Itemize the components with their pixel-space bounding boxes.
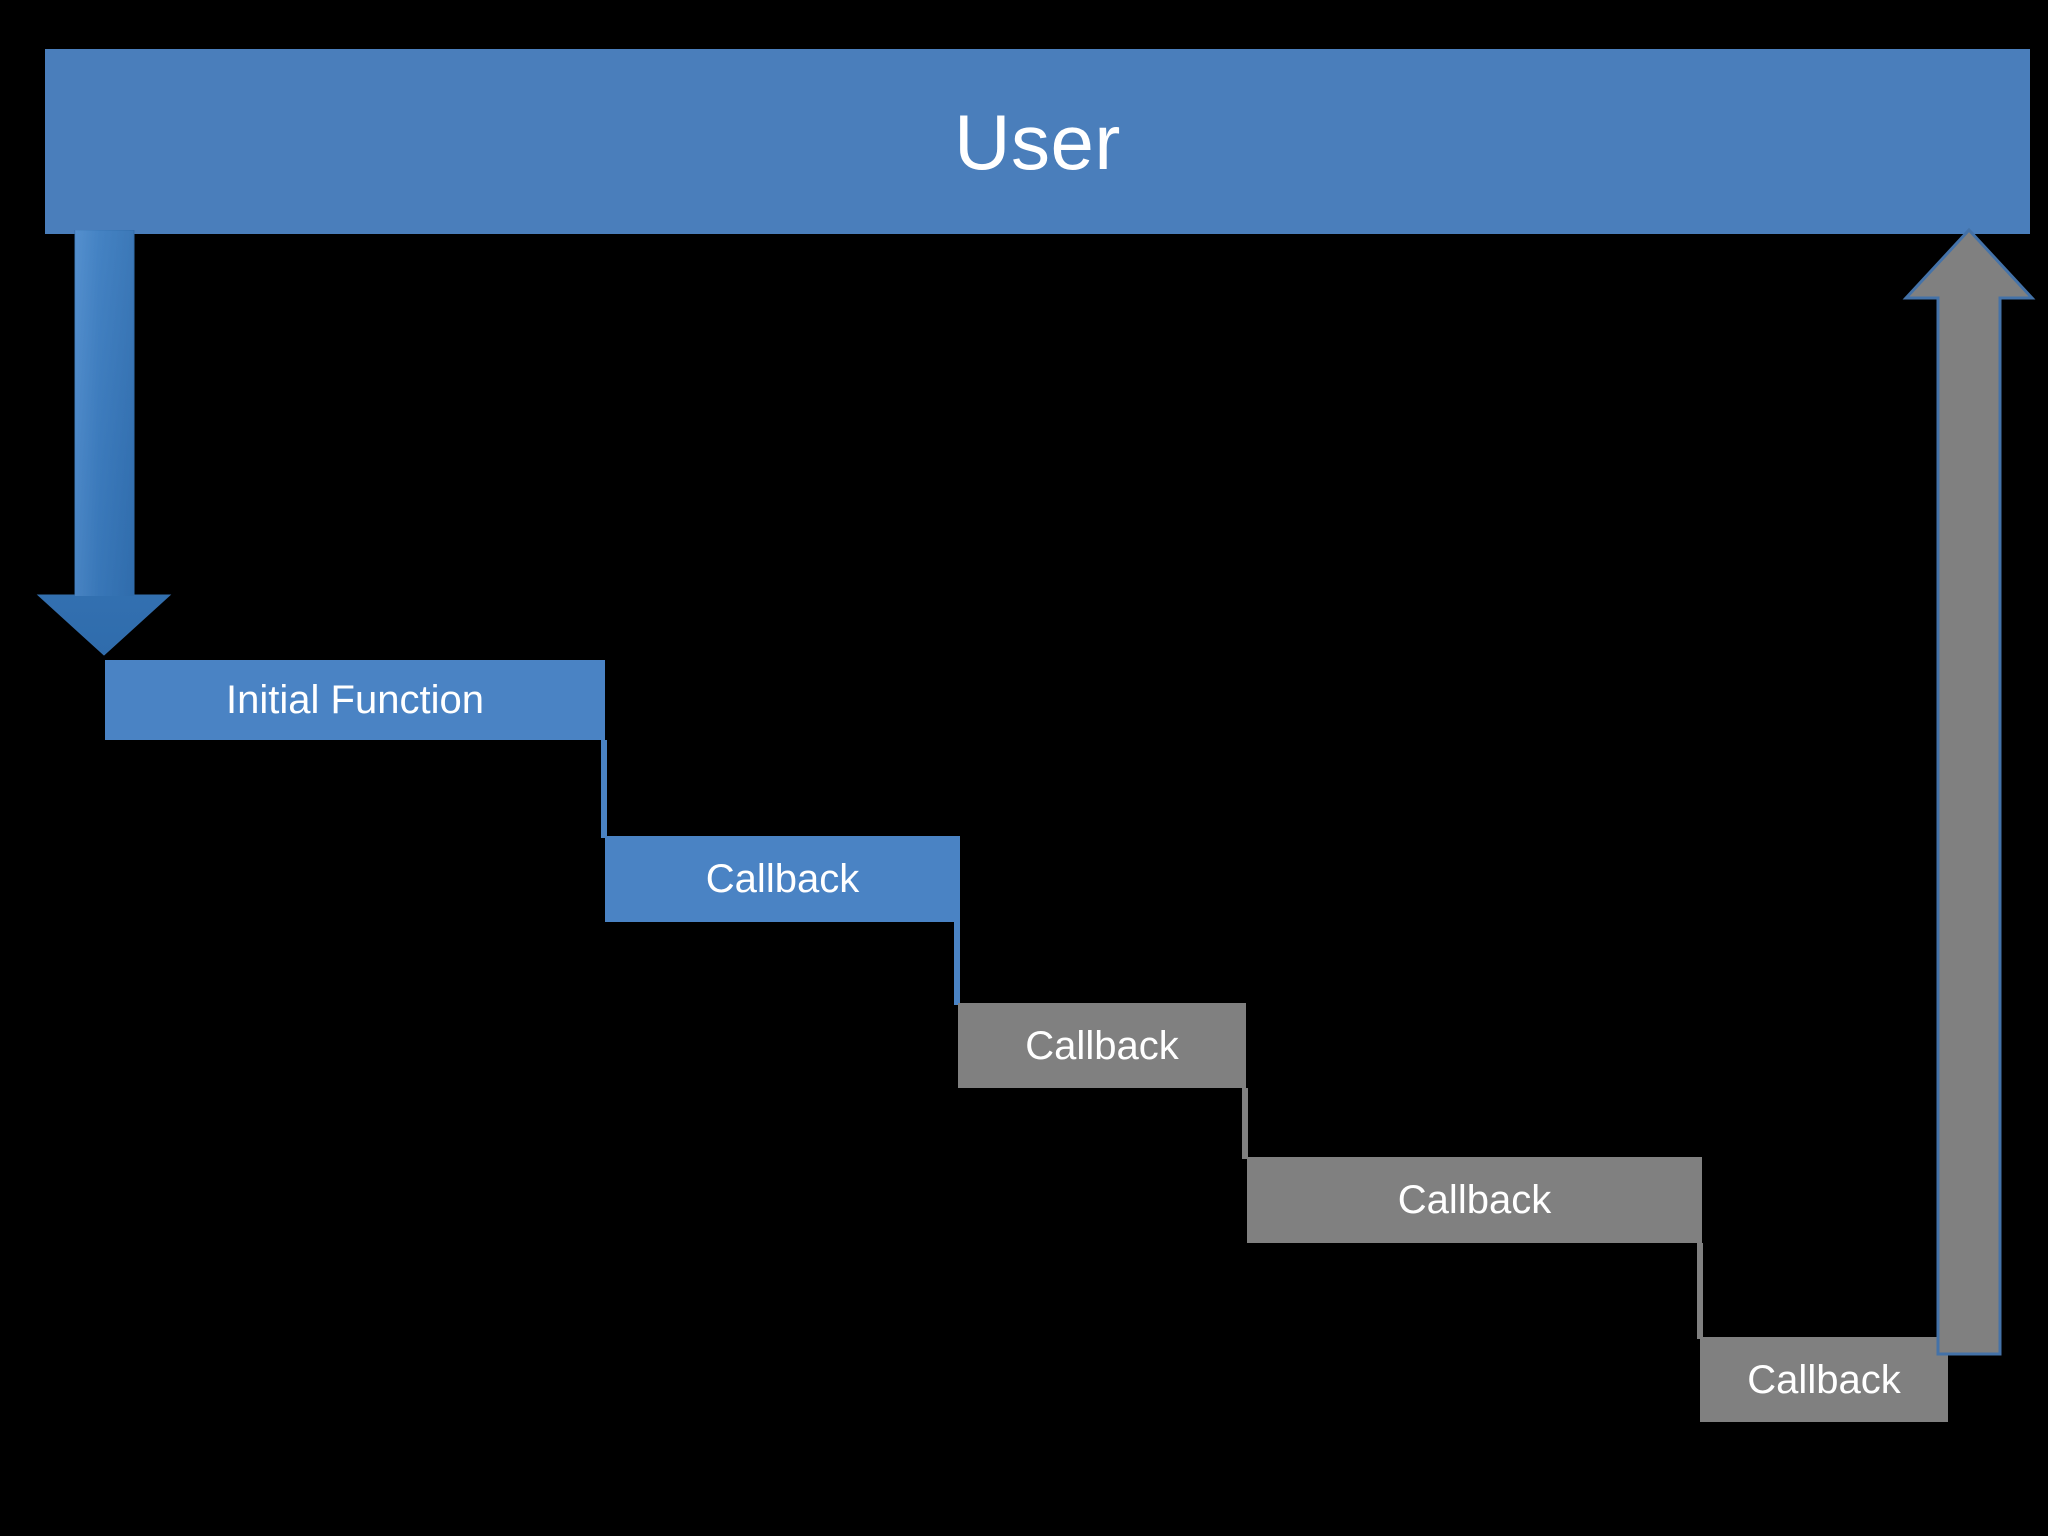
connector-callback-2-to-callback-3: [1242, 1088, 1248, 1159]
user-header-bar: User: [45, 49, 2030, 234]
stack-box-callback-4[interactable]: Callback: [1700, 1337, 1948, 1422]
stack-box-label: Callback: [1025, 1023, 1179, 1068]
stack-box-label: Callback: [1747, 1357, 1901, 1402]
connector-callback-1-to-callback-2: [954, 922, 960, 1005]
stack-box-label: Callback: [705, 857, 860, 901]
stack-box-callback-1[interactable]: Callback: [605, 836, 960, 922]
arrow-down-icon: [36, 230, 172, 656]
connector-callback-3-to-callback-4: [1697, 1243, 1703, 1339]
stack-box-callback-3[interactable]: Callback: [1247, 1157, 1702, 1243]
stack-box-label: Callback: [1397, 1178, 1552, 1222]
arrow-up-icon: [1902, 227, 2036, 1356]
stack-box-label: Initial Function: [226, 678, 484, 722]
connector-initial-to-callback-1: [601, 740, 607, 838]
stack-box-initial-function[interactable]: Initial Function: [105, 660, 605, 740]
user-header-label: User: [954, 97, 1121, 186]
stack-box-callback-2[interactable]: Callback: [958, 1003, 1246, 1088]
